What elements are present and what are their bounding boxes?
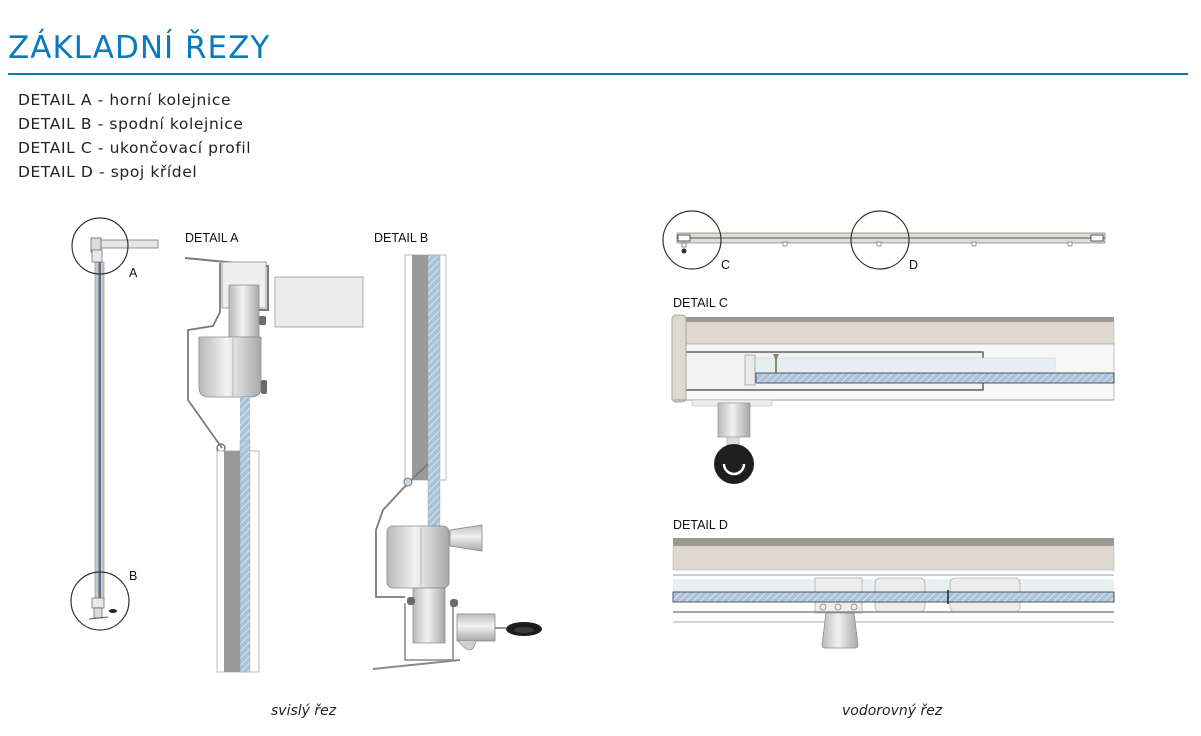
legend-item: DETAIL A - horní kolejnice: [18, 91, 232, 109]
legend-item: DETAIL B - spodní kolejnice: [18, 115, 244, 133]
detail-c-marker-circle: [662, 210, 722, 270]
detail-b-drawing: [372, 254, 542, 670]
detail-c-label: DETAIL C: [673, 296, 728, 310]
detail-d-label: DETAIL D: [673, 518, 728, 532]
detail-d-marker-circle: [850, 210, 910, 270]
overview-vertical-section: [70, 217, 159, 631]
marker-a-label: A: [129, 266, 138, 280]
title-underline: [8, 73, 1188, 75]
legend-item: DETAIL C - ukončovací profil: [18, 139, 252, 157]
detail-d-drawing: [672, 538, 1115, 649]
marker-d-label: D: [909, 258, 918, 272]
detail-c-drawing: [671, 314, 1115, 484]
detail-b-label: DETAIL B: [374, 231, 428, 245]
detail-a-label: DETAIL A: [185, 231, 239, 245]
detail-a-lower-panel: [216, 440, 260, 673]
detail-legend: DETAIL A - horní kolejnice DETAIL B - sp…: [18, 88, 251, 184]
detail-a-drawing: [184, 257, 364, 453]
detail-b-marker-circle: [70, 571, 130, 631]
page-title: ZÁKLADNÍ ŘEZY: [8, 30, 271, 66]
caption-vertical-section: svislý řez: [271, 703, 337, 719]
marker-b-label: B: [129, 569, 137, 583]
caption-horizontal-section: vodorovný řez: [842, 703, 943, 719]
marker-c-label: C: [721, 258, 730, 272]
detail-a-marker-circle: [71, 217, 129, 275]
legend-item: DETAIL D - spoj křídel: [18, 163, 198, 181]
overview-horizontal-section: [662, 210, 1106, 270]
